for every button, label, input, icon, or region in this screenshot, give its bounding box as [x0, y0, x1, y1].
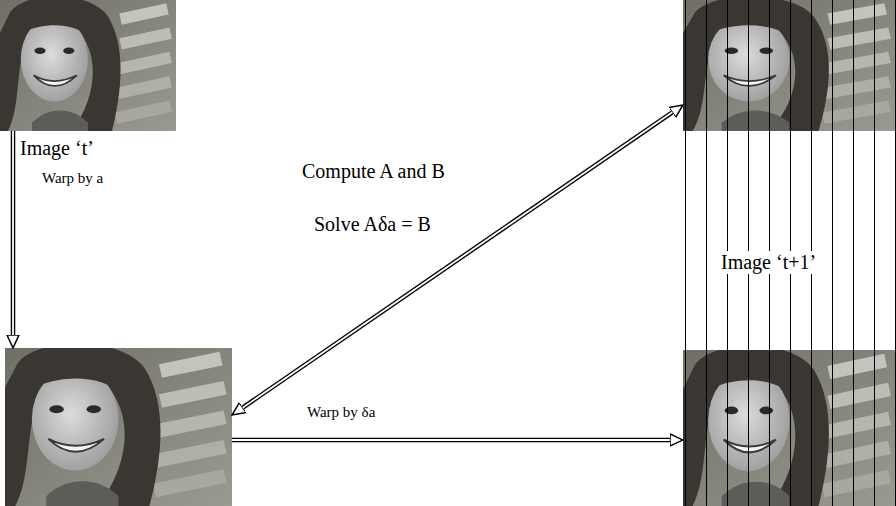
double-arrow-inner	[243, 112, 673, 407]
face-photo	[683, 0, 896, 131]
face-photo	[0, 0, 176, 131]
grid-line	[853, 0, 854, 506]
double-arrow	[11, 131, 16, 335]
double-arrow	[243, 112, 673, 407]
image-caption: Image ‘t’	[18, 137, 96, 160]
equation-label: Solve Aδa = B	[312, 213, 433, 236]
grid-line	[832, 0, 833, 506]
grid-line	[706, 0, 707, 506]
face-photo	[683, 346, 896, 506]
grid-line	[895, 0, 896, 506]
image-caption: Image ‘t+1’	[719, 251, 818, 274]
double-arrow-inner	[12, 131, 14, 335]
grid-lines	[686, 0, 896, 506]
grid-line	[874, 0, 875, 506]
image-frame: Image ‘t’	[0, 0, 176, 131]
arrow-label: Warp by a	[40, 170, 105, 187]
face-photo	[5, 344, 232, 506]
arrow-label: Warp by δa	[305, 404, 377, 421]
image-frame	[5, 348, 232, 506]
arrow-label: Compute A and B	[300, 160, 447, 183]
double-arrow	[232, 438, 670, 443]
grid-line	[685, 0, 686, 506]
double-arrow-inner	[232, 439, 670, 441]
image-frame: Image ‘t+1’	[683, 0, 896, 131]
image-frame	[683, 350, 896, 506]
